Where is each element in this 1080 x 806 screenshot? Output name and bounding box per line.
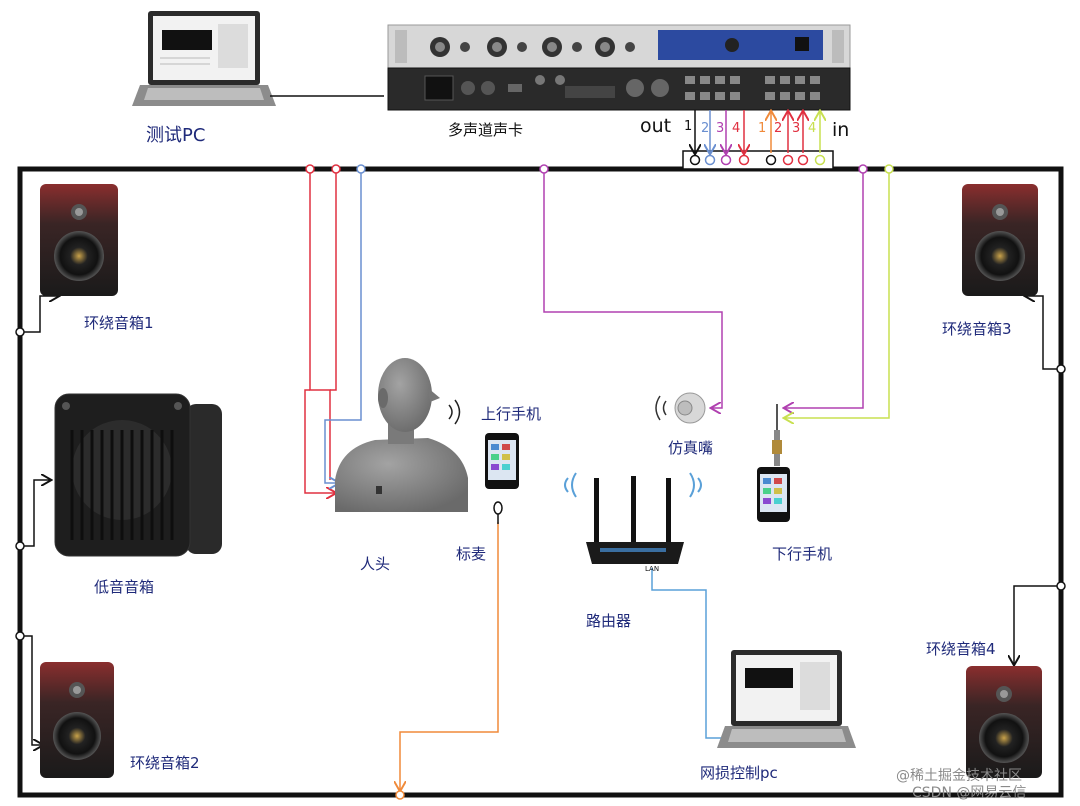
reference-mic-label: 标麦 [456,545,487,563]
out-ch2-connector [704,154,716,166]
red-cable-b [330,169,337,391]
in-ch2-connector [782,154,794,166]
audio-jack-icon [772,404,782,466]
in-ch1-number: 1 [758,121,766,136]
surround-speaker-3-label: 环绕音箱3 [942,320,1012,338]
out-ch4-number: 4 [732,121,740,136]
netem-control-laptop-icon [717,650,856,748]
magenta-cable-downlink [785,169,864,408]
soundcard-label: 多声道声卡 [448,121,524,139]
in-ch1-connector [765,154,777,166]
surround-speaker-2-icon [40,662,114,778]
purple-cable-mouth [543,169,723,408]
out-ch3-connector [720,154,732,166]
in-ch4-number: 4 [808,121,816,136]
surround-speaker-3-icon [962,184,1038,296]
orange-cable-mic [400,522,499,790]
watermark-line-2: CSDN @网易云信 [912,785,1027,801]
downlink-phone-label: 下行手机 [772,545,833,563]
cable-surround1 [20,296,58,333]
downlink-phone-icon [757,467,790,522]
out-ch3-number: 3 [716,121,724,136]
subwoofer-icon [54,393,222,557]
netem-control-pc-label: 网损控制pc [700,764,778,782]
artificial-mouth-label: 仿真嘴 [668,439,714,457]
out-label: out [640,115,672,137]
in-ch4-connector [814,154,826,166]
uplink-phone-label: 上行手机 [481,405,542,423]
watermark-line-1: @稀土掘金技术社区 [896,768,1022,784]
out-ch1-connector [689,154,701,166]
cable-surround3 [1026,296,1061,370]
lan-cable [651,568,722,739]
surround-speaker-2-label: 环绕音箱2 [130,754,200,772]
in-label: in [832,119,850,141]
cable-subwoofer [20,480,50,547]
out-ch4-connector [738,154,750,166]
reference-mic-icon [493,501,503,524]
surround-speaker-1-icon [40,184,118,296]
head-label: 人头 [360,555,391,573]
cable-surround4 [1014,585,1061,664]
soundcard-front-panel-icon [387,24,851,69]
in-ch2-number: 2 [774,121,782,136]
cable-surround2 [20,635,42,745]
sound-wave-icon [448,404,453,420]
blue-cable-head [324,169,362,483]
surround-speaker-1-label: 环绕音箱1 [84,314,154,332]
yellow-cable-downlink [785,169,890,418]
head-and-torso-simulator-icon [335,358,468,512]
red-cable-a [309,169,331,480]
artificial-mouth-icon [655,392,706,424]
surround-speaker-4-label: 环绕音箱4 [926,640,996,658]
in-ch3-connector [797,154,809,166]
in-ch3-number: 3 [792,121,800,136]
subwoofer-label: 低音音箱 [94,578,155,596]
router-label: 路由器 [586,612,632,630]
router-icon: LAN [564,472,702,573]
uplink-phone-icon [485,433,519,489]
router-lan-port-label: LAN [645,565,659,573]
out-ch1-number: 1 [684,119,692,134]
soundcard-rear-panel-icon [387,67,851,111]
test-pc-label: 测试PC [146,125,206,146]
out-ch2-number: 2 [701,121,709,136]
surround-speaker-4-icon [966,666,1042,778]
test-pc-laptop-icon [132,11,276,106]
red-cable-head-left [304,389,335,493]
